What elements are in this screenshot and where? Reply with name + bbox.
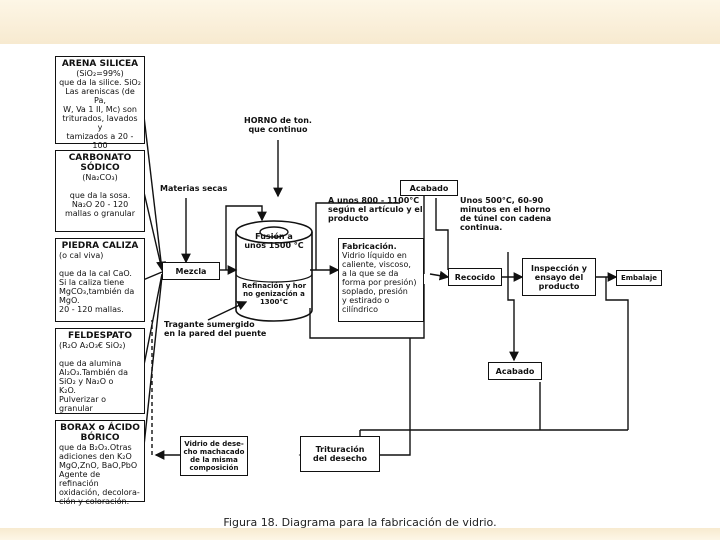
caliza-body: (o cal viva) que da la cal CaO. Si la ca… <box>59 251 135 314</box>
furnace-cylinder <box>235 220 313 322</box>
source-arena-silicea: ARENA SILICEA (SiO₂=99%) que da la silic… <box>55 56 145 177</box>
refinacion-label: Refinación y hor no genización a 1300°C <box>241 282 307 306</box>
caliza-title: PIEDRA CALIZA <box>61 241 139 251</box>
borax-title: BORAX o ÁCIDO BÓRICO <box>60 423 140 443</box>
fan-line-arena <box>142 107 166 272</box>
materias-secas-label: Materias secas <box>160 184 228 193</box>
temperature-800-label: A unos 800 - 1100°C según el artículo y … <box>328 196 423 223</box>
source-carbonato-sodico: CARBONATO SÓDICO (Na₂CO₃) que da la sosa… <box>55 150 145 232</box>
carbonato-title: CARBONATO SÓDICO <box>68 153 132 173</box>
source-feldespato: FELDESPATO (R₂O A₂O₃€ SiO₂) que da alumi… <box>55 328 145 414</box>
fabricacion-body: Vidrio líquido en caliente, viscoso, a l… <box>342 251 417 314</box>
fabricacion-box: Fabricación. Vidrio líquido en caliente,… <box>338 238 424 322</box>
fan-line-caliza <box>142 271 163 281</box>
fabricacion-title: Fabricación. <box>342 242 397 251</box>
horno-label: HORNO de ton. que continuo <box>244 116 312 134</box>
feldespato-title: FELDESPATO <box>68 331 132 341</box>
figure-caption: Figura 18. Diagrama para la fabricación … <box>223 516 497 529</box>
arena-title: ARENA SILICEA <box>61 59 139 69</box>
fan-line-carbonato <box>142 187 163 271</box>
top-decorative-band <box>0 0 720 44</box>
source-piedra-caliza: PIEDRA CALIZA (o cal viva) que da la cal… <box>55 238 145 322</box>
trituracion-box: Trituración del desecho <box>300 436 380 472</box>
temperature-500-label: Unos 500°C, 60-90 minutos en el horno de… <box>460 196 552 232</box>
tragante-label: Tragante sumergido en la pared del puent… <box>164 320 267 338</box>
fan-line-borax <box>142 275 163 456</box>
acabado-top-box: Acabado <box>400 180 458 196</box>
recocido-box: Recocido <box>448 268 502 286</box>
embalaje-box: Embalaje <box>616 270 662 286</box>
carbonato-body: (Na₂CO₃) que da la sosa. Na₂O 20 - 120 m… <box>64 173 135 218</box>
borax-body: que da B₂O₃.Otras adiciones den K₂O MgO,… <box>59 443 140 506</box>
fusion-label: Fusión a unos 1500 °C <box>244 232 304 250</box>
inspeccion-box: Inspección y ensayo del producto <box>522 258 596 296</box>
mezcla-box: Mezcla <box>162 262 220 280</box>
feldespato-body: (R₂O A₂O₃€ SiO₂) que da alumina Al₂O₃.Ta… <box>59 341 129 413</box>
acabado-bottom-box: Acabado <box>488 362 542 380</box>
bottom-decorative-band <box>0 528 720 540</box>
source-borax: BORAX o ÁCIDO BÓRICO que da B₂O₃.Otras a… <box>55 420 145 506</box>
vidrio-desecho-box: Vidrio de dese- cho machacado de la mism… <box>180 436 248 476</box>
